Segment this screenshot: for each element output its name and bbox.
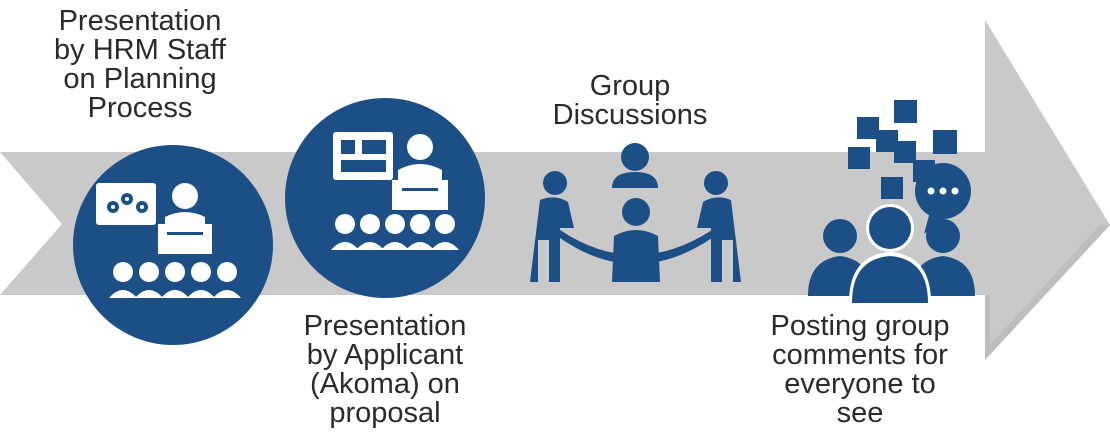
process-arrow-shadow bbox=[985, 225, 1110, 360]
group-discussion-icon bbox=[530, 143, 741, 282]
posting-comments-icon bbox=[808, 100, 975, 303]
step-2-label-line-2: by Applicant bbox=[306, 339, 464, 371]
presentation-gears-icon bbox=[96, 183, 241, 298]
step-1-label-line-4: Process bbox=[87, 92, 193, 124]
step-4-label-line-2: comments for bbox=[772, 339, 948, 371]
step-3-label-line-2: Discussions bbox=[552, 99, 708, 131]
step-2-label-line-4: proposal bbox=[329, 397, 441, 429]
step-3-label: Group Discussions bbox=[530, 72, 730, 130]
step-1-label-line-3: on Planning bbox=[63, 63, 217, 95]
step-2-circle bbox=[285, 98, 485, 298]
step-4-label: Posting group comments for everyone to s… bbox=[745, 312, 975, 428]
step-4-label-line-3: everyone to bbox=[784, 368, 936, 400]
step-3-label-line-1: Group bbox=[589, 70, 671, 102]
step-1-icon bbox=[73, 145, 273, 345]
step-2-label-line-1: Presentation bbox=[303, 310, 467, 342]
step-2-label: Presentation by Applicant (Akoma) on pro… bbox=[270, 312, 500, 428]
step-1-label-line-2: by HRM Staff bbox=[54, 34, 226, 66]
step-2-label-line-3: (Akoma) on bbox=[310, 368, 460, 400]
presentation-board-icon bbox=[331, 132, 459, 250]
step-1-label: Presentation by HRM Staff on Planning Pr… bbox=[40, 7, 240, 123]
step-4-label-line-4: see bbox=[836, 397, 884, 429]
step-1-label-line-1: Presentation bbox=[58, 5, 222, 37]
step-4-label-line-1: Posting group bbox=[770, 310, 950, 342]
step-2-icon bbox=[285, 98, 485, 298]
